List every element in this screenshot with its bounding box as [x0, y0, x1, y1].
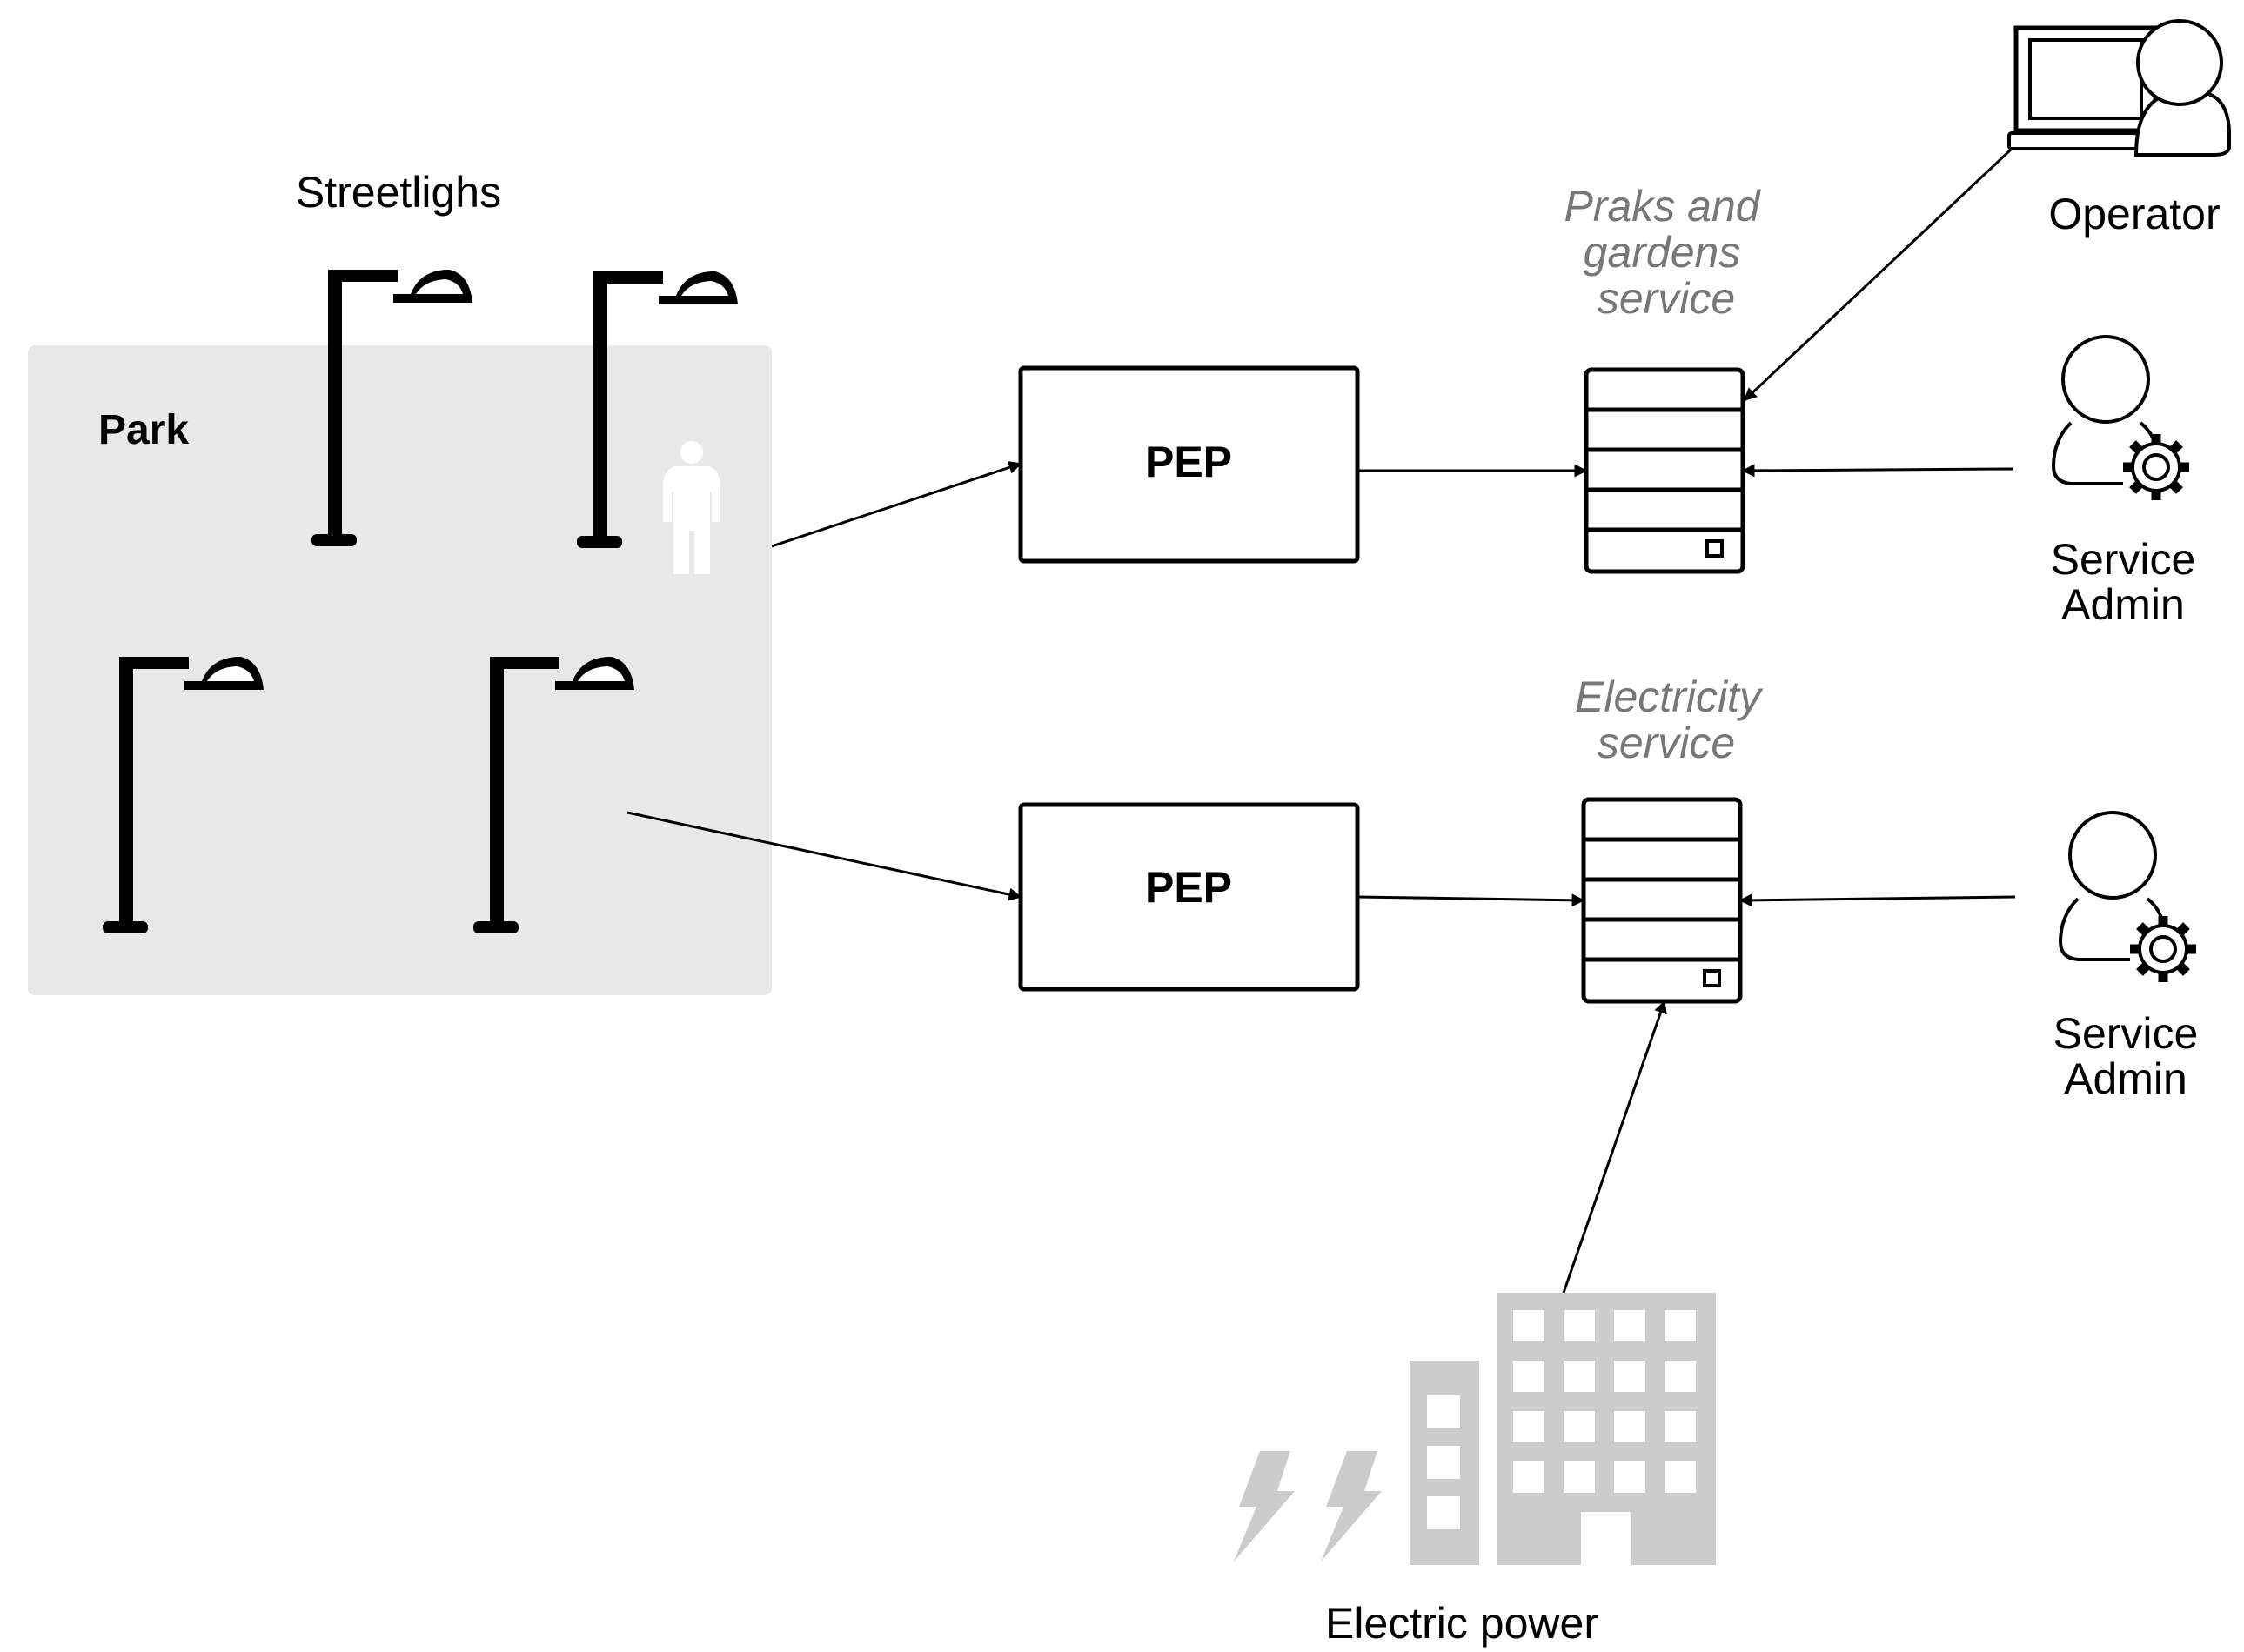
svg-text:Electricity: Electricity [1575, 672, 1764, 721]
server-icon [1584, 799, 1740, 1001]
electric-power-label: Electric power [1325, 1599, 1598, 1648]
operator-to-parks-service-arrow [1743, 148, 2013, 402]
service-admin-icon [2052, 335, 2189, 500]
park-area [28, 345, 772, 995]
park-label: Park [98, 407, 189, 453]
svg-text:service: service [1598, 274, 1735, 323]
park-to-pep-bottom-arrow [626, 811, 1022, 901]
admin-to-parks-service-arrow [1741, 464, 2013, 478]
person-icon [663, 441, 720, 574]
streetlights-label: Streetlighs [296, 168, 501, 217]
service-admin-top-label: Service Admin [2051, 535, 2196, 629]
svg-text:Service: Service [2051, 535, 2196, 584]
power-to-electricity-service-arrow [1562, 1000, 1667, 1294]
operator-laptop-icon [2007, 19, 2231, 157]
svg-text:Praks and: Praks and [1564, 182, 1761, 231]
service-admin-bottom-label: Service Admin [2053, 1009, 2199, 1103]
power-plant-icon [1234, 1293, 1716, 1565]
electricity-service-label: Electricity service [1575, 672, 1764, 767]
service-admin-icon [2059, 811, 2196, 982]
svg-text:service: service [1598, 719, 1735, 767]
server-icon [1586, 370, 1743, 572]
svg-text:Admin: Admin [2061, 580, 2185, 629]
svg-text:Service: Service [2053, 1009, 2199, 1058]
svg-text:gardens: gardens [1584, 228, 1741, 277]
pep-box-top [1018, 365, 1360, 564]
pep-to-electricity-service-arrow [1356, 893, 1585, 907]
pep-label-bottom: PEP [1145, 863, 1232, 912]
pep-label-top: PEP [1145, 438, 1232, 486]
park-to-pep-top-arrow [771, 461, 1022, 548]
admin-to-electricity-service-arrow [1738, 893, 2016, 907]
operator-label: Operator [2048, 190, 2220, 238]
svg-text:Admin: Admin [2064, 1054, 2187, 1103]
parks-service-label: Praks and gardens service [1564, 182, 1761, 323]
